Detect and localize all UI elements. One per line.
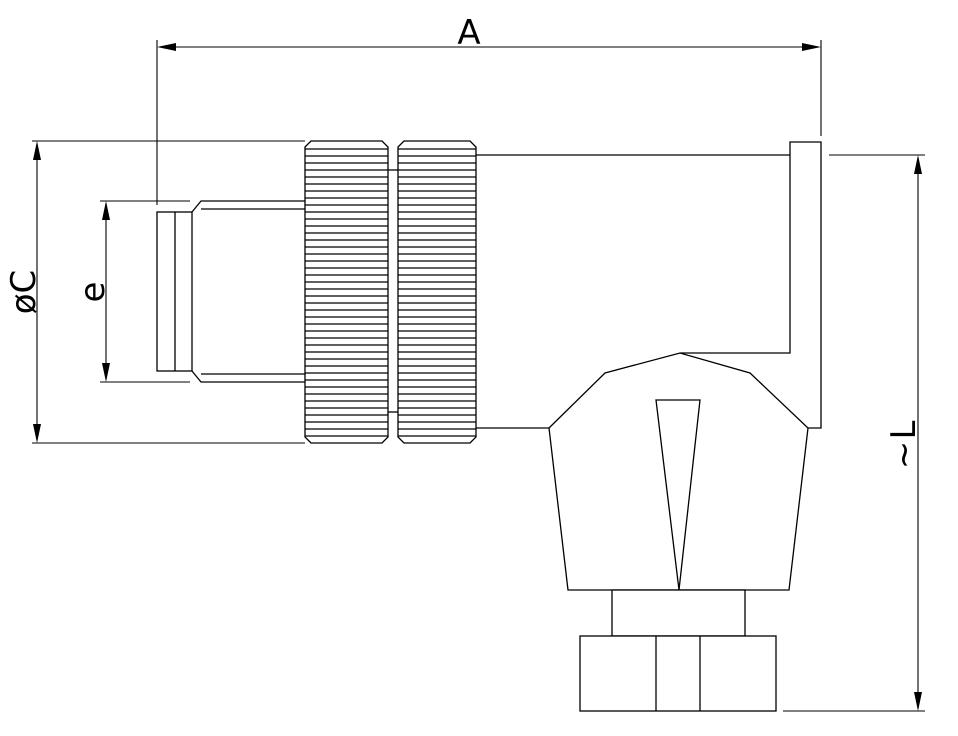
cable-gland-nut	[579, 635, 777, 712]
knurled-coupling-ring-rear	[397, 140, 477, 444]
dimension-e: e	[73, 200, 190, 383]
dimension-a-label: A	[457, 13, 480, 53]
dimension-c: øC	[4, 140, 305, 444]
dimension-e-label: e	[73, 282, 113, 303]
dimension-l: L ~	[783, 154, 925, 712]
dimension-l-approx: ~	[884, 441, 924, 470]
knurled-coupling-ring-front	[304, 140, 389, 444]
dimension-c-label: øC	[4, 270, 44, 315]
ring-gap	[388, 169, 398, 413]
housing-wedge-mark	[655, 399, 701, 591]
dimension-a: A	[156, 13, 822, 205]
cable-housing	[548, 352, 809, 712]
dimension-l-label: L	[884, 420, 924, 439]
connector-body	[476, 141, 822, 429]
contact-insert	[156, 200, 305, 383]
